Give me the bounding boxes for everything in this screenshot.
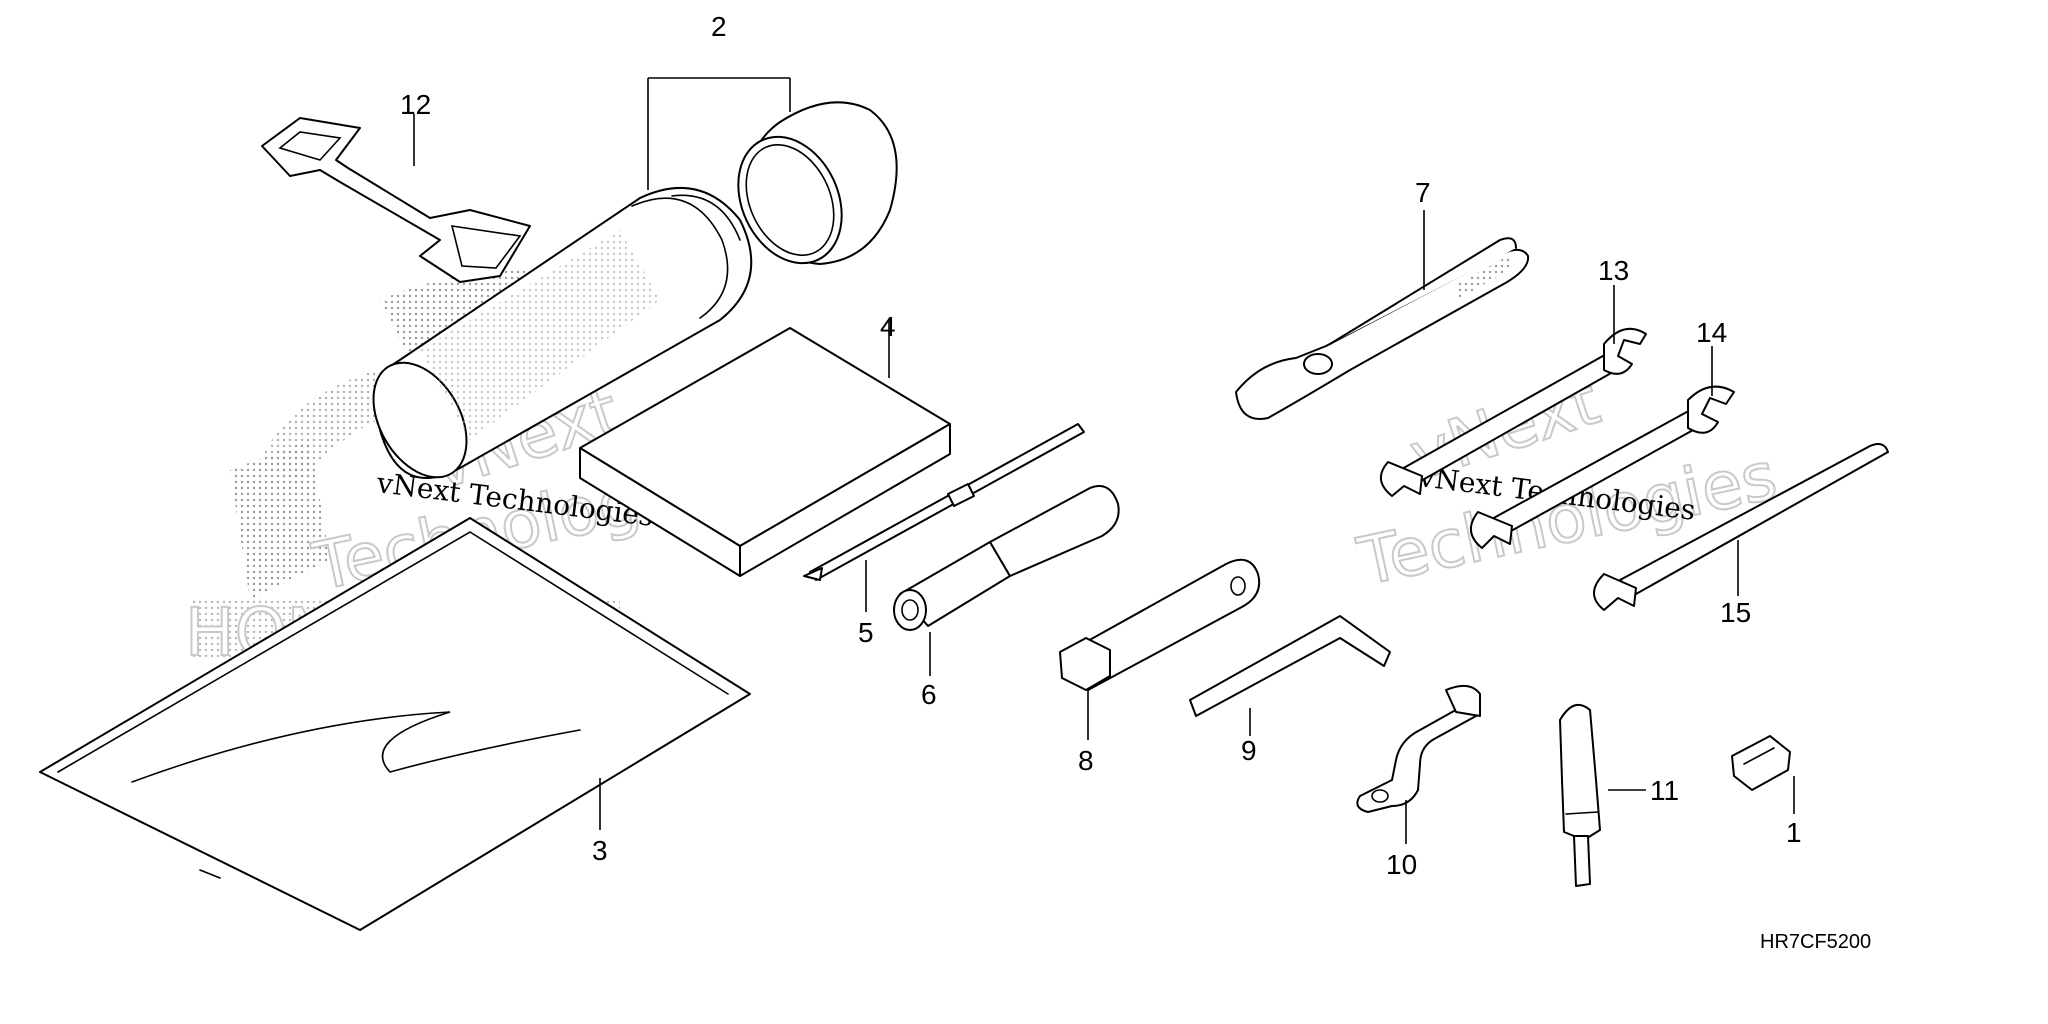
part-7-pliers bbox=[1235, 237, 1530, 420]
part-5-screwdriver-shaft bbox=[803, 423, 1085, 581]
leader-lines bbox=[413, 77, 1795, 844]
callout-labels: 12 2 4 5 6 8 9 7 13 14 15 10 11 1 3 bbox=[400, 11, 1802, 880]
part-2-tube-cap bbox=[737, 101, 898, 265]
callout-4: 4 bbox=[880, 311, 896, 342]
part-1-clip bbox=[1731, 735, 1791, 791]
part-12-strap bbox=[261, 117, 531, 283]
part-11-plug-tool bbox=[1559, 703, 1601, 887]
callout-8: 8 bbox=[1078, 745, 1094, 776]
callout-6: 6 bbox=[921, 679, 937, 710]
callout-13: 13 bbox=[1598, 255, 1629, 286]
part-14-wrench bbox=[1470, 385, 1735, 549]
part-6-screwdriver-handle bbox=[893, 485, 1120, 631]
part-8-box-spanner bbox=[1059, 558, 1261, 691]
part-9-hex-key bbox=[1189, 615, 1391, 717]
part-3-tool-bag bbox=[39, 517, 751, 931]
part-10-hook-spanner bbox=[1356, 684, 1481, 813]
diagram-code: HR7CF5200 bbox=[1760, 931, 1871, 953]
callout-15: 15 bbox=[1720, 597, 1751, 628]
callout-9: 9 bbox=[1241, 735, 1257, 766]
callout-12: 12 bbox=[400, 89, 431, 120]
part-2-tool-tube bbox=[372, 186, 753, 479]
part-4-manual-book bbox=[579, 327, 951, 577]
callout-14: 14 bbox=[1696, 317, 1727, 348]
part-15-long-wrench bbox=[1593, 443, 1889, 611]
callout-7: 7 bbox=[1415, 177, 1431, 208]
callout-1: 1 bbox=[1786, 817, 1802, 848]
callout-2: 2 bbox=[711, 11, 727, 42]
callout-11: 11 bbox=[1650, 775, 1679, 806]
callout-5: 5 bbox=[858, 617, 874, 648]
callout-3: 3 bbox=[592, 835, 608, 866]
callout-10: 10 bbox=[1386, 849, 1417, 880]
